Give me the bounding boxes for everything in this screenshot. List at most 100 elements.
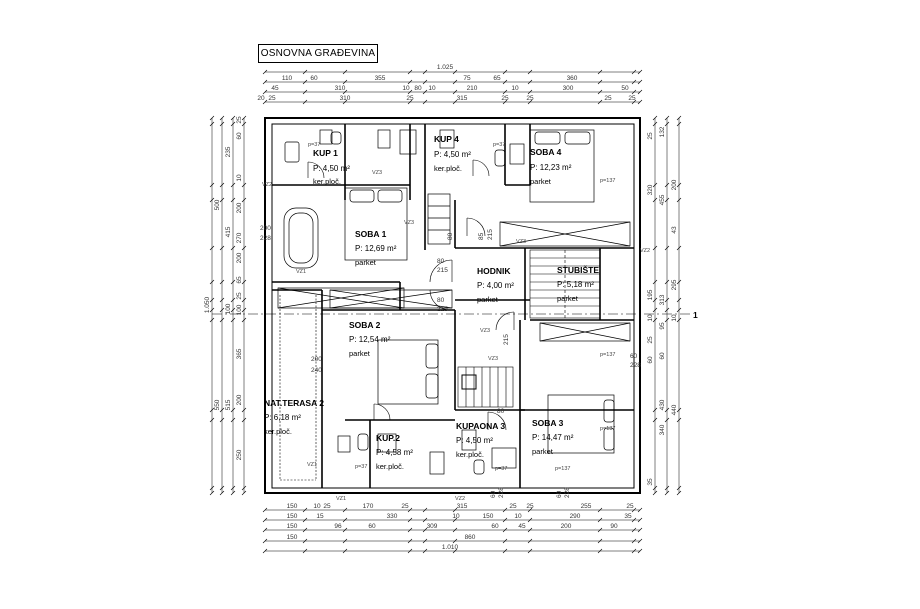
- dimension-tick: [302, 99, 308, 105]
- dimension-tick: [422, 548, 428, 554]
- dim-left-total: 1.050: [204, 296, 211, 313]
- dimension-tick: [597, 538, 603, 544]
- svg-text:500: 500: [214, 199, 221, 210]
- dimension-tick: [342, 527, 348, 533]
- svg-text:SOBA 4: SOBA 4: [530, 147, 562, 157]
- dimension-tick: [422, 538, 428, 544]
- dimension-tick: [407, 548, 413, 554]
- svg-text:85: 85: [478, 232, 485, 240]
- dim-left-row3: 25 60 10 200 270 200 65 25 100 365 200 2…: [236, 116, 243, 460]
- svg-text:200: 200: [561, 523, 572, 530]
- dimension-tick: [637, 527, 643, 533]
- room-label-soba4: SOBA 4 P: 12,23 m² parket: [530, 147, 572, 186]
- svg-text:200: 200: [260, 225, 271, 232]
- terrace-edge: [279, 295, 317, 481]
- svg-text:50: 50: [621, 85, 629, 92]
- dimension-lines: [211, 71, 680, 552]
- room-label-terasa2: NAT.TERASA 2 P: 6,18 m² ker.ploč.: [264, 398, 324, 436]
- svg-text:VZ2: VZ2: [455, 496, 465, 502]
- dimension-tick: [452, 517, 458, 523]
- dimension-tick: [219, 197, 225, 203]
- room-label-hodnik: HODNIK P: 4,00 m² parket: [477, 266, 514, 304]
- svg-text:P: 12,54 m²: P: 12,54 m²: [349, 335, 391, 344]
- dimension-tick: [230, 197, 236, 203]
- sill-tags: p=37 p=37 p=137 p=137 p=137 p=37 p=137 p…: [308, 142, 615, 472]
- svg-text:255: 255: [581, 503, 592, 510]
- room-label-kupaona3: KUPAONA 3 P: 4,50 m² ker.ploč.: [456, 421, 505, 459]
- stairs-upper: [529, 249, 601, 319]
- svg-text:355: 355: [375, 75, 386, 82]
- svg-text:SOBA 2: SOBA 2: [349, 320, 381, 330]
- dimension-tick: [422, 507, 428, 513]
- dimension-tick: [676, 417, 682, 423]
- dimension-tick: [241, 490, 247, 496]
- dimension-tick: [219, 115, 225, 121]
- dimension-tick: [597, 507, 603, 513]
- svg-text:110: 110: [282, 75, 293, 82]
- dimension-tick: [637, 99, 643, 105]
- dimension-tick: [502, 527, 508, 533]
- dimension-tick: [502, 89, 508, 95]
- dimension-ticks: [209, 69, 682, 554]
- dimension-tick: [219, 121, 225, 127]
- svg-text:309: 309: [427, 523, 438, 530]
- dimension-tick: [262, 69, 268, 75]
- dimension-tick: [527, 89, 533, 95]
- svg-text:P: 12,69 m²: P: 12,69 m²: [355, 244, 397, 253]
- svg-text:215: 215: [503, 334, 510, 345]
- dimension-tick: [342, 99, 348, 105]
- dimension-tick: [209, 245, 215, 251]
- svg-text:p=37: p=37: [355, 464, 367, 470]
- svg-text:ker.ploč.: ker.ploč.: [264, 427, 292, 436]
- svg-text:25: 25: [236, 116, 243, 124]
- svg-text:25: 25: [406, 95, 414, 102]
- interior-walls: [272, 124, 634, 488]
- dimension-tick: [422, 69, 428, 75]
- dimension-tick: [664, 279, 670, 285]
- svg-text:VZ3: VZ3: [516, 239, 526, 245]
- svg-text:VZ3: VZ3: [372, 170, 382, 176]
- svg-text:550: 550: [214, 399, 221, 410]
- svg-text:STUBIŠTE: STUBIŠTE: [557, 264, 599, 275]
- svg-text:35: 35: [647, 478, 654, 486]
- svg-text:VZ1: VZ1: [296, 269, 306, 275]
- dimension-tick: [342, 548, 348, 554]
- section-mark: 1: [693, 310, 698, 320]
- svg-text:P: 4,00 m²: P: 4,00 m²: [477, 281, 514, 290]
- dim-bottom-row4: 150 860: [287, 534, 476, 541]
- svg-text:35: 35: [624, 513, 632, 520]
- dimension-tick: [342, 507, 348, 513]
- svg-text:228: 228: [564, 487, 571, 498]
- svg-text:SOBA 3: SOBA 3: [532, 418, 564, 428]
- svg-text:25: 25: [604, 95, 612, 102]
- dim-right-row2: 132 455 313 95 60 430 340: [659, 126, 666, 435]
- svg-text:440: 440: [671, 404, 678, 415]
- dimension-tick: [664, 197, 670, 203]
- dimension-tick: [637, 507, 643, 513]
- dimension-tick: [652, 317, 658, 323]
- dimension-tick: [664, 490, 670, 496]
- dimension-tick: [209, 490, 215, 496]
- svg-text:100: 100: [225, 303, 232, 314]
- dimension-tick: [241, 182, 247, 188]
- dimension-tick: [302, 527, 308, 533]
- svg-text:p=37: p=37: [308, 142, 320, 148]
- dimension-tick: [342, 538, 348, 544]
- svg-text:KUP 4: KUP 4: [434, 134, 459, 144]
- svg-text:80: 80: [437, 297, 445, 304]
- dimension-tick: [631, 538, 637, 544]
- svg-text:150: 150: [287, 523, 298, 530]
- svg-text:215: 215: [437, 306, 448, 313]
- dim-top-row2: 45 310 10 80 10 210 10 300 50: [271, 85, 629, 92]
- svg-text:KUP.2: KUP.2: [376, 433, 400, 443]
- svg-text:60: 60: [659, 352, 666, 360]
- dimension-tick: [527, 99, 533, 105]
- dimension-tick: [631, 548, 637, 554]
- dim-bottom-row1: 150 10 25 170 25 315 25 25 255 25: [287, 503, 634, 510]
- svg-text:65: 65: [236, 276, 243, 284]
- dimension-tick: [652, 279, 658, 285]
- dimension-tick: [302, 79, 308, 85]
- dimension-tick: [452, 507, 458, 513]
- dimension-tick: [407, 527, 413, 533]
- dimension-tick: [241, 245, 247, 251]
